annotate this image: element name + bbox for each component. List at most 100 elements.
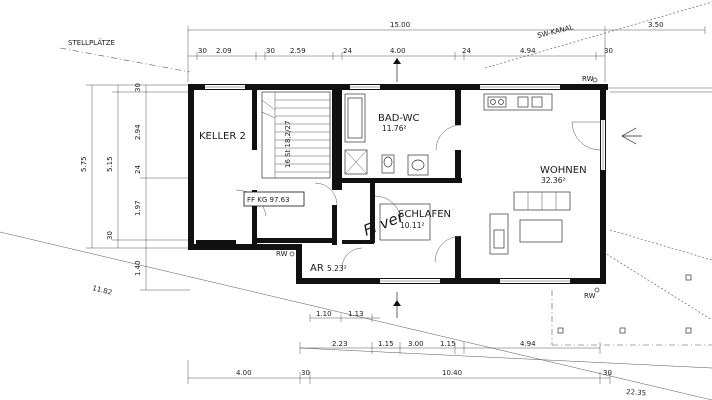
floor-level-text: FF KG 97.63 xyxy=(247,196,290,204)
rw-label-top: RW xyxy=(582,75,594,83)
handwritten-note: Fi ver xyxy=(361,207,407,240)
room-schlafen-area: 10.11² xyxy=(400,221,424,230)
room-bad-name: BAD-WC xyxy=(378,113,419,124)
dim-top-3: 30 xyxy=(266,47,275,55)
partition-bad-right-mid xyxy=(455,150,461,180)
room-ar-name: AR xyxy=(310,263,324,274)
door-entrance xyxy=(571,121,601,151)
armchair xyxy=(489,213,509,255)
partition-stair-right-lower xyxy=(332,205,337,245)
dim-left-outer: 5.75 xyxy=(80,156,88,172)
rw-label-left: RW xyxy=(276,250,288,258)
dim-bottom-total-1: 4.00 xyxy=(236,369,252,377)
parking-leader-line xyxy=(59,47,191,73)
room-bad-area: 11.76² xyxy=(382,124,406,133)
partition-bad-right-top xyxy=(455,90,461,125)
room-schlafen-name: SCHLAFEN xyxy=(398,209,451,220)
dim-top-total: 15.00 xyxy=(390,21,410,29)
door-wohnen xyxy=(434,235,462,263)
dim-bottom-5: 4.94 xyxy=(520,340,536,348)
dim-top-4: 2.59 xyxy=(290,47,306,55)
keller-bottom-inner xyxy=(196,240,236,244)
bottom-boundary-line xyxy=(299,347,712,369)
kitchen-counter xyxy=(483,93,553,111)
partition-schlafen-left xyxy=(370,183,375,243)
dim-left-3: 24 xyxy=(134,165,142,174)
terrace-diagonal-2 xyxy=(609,229,712,261)
dim-left-1: 30 xyxy=(134,83,142,92)
sewer-label: SW-KANAL xyxy=(537,23,575,40)
terrace xyxy=(551,274,712,346)
bed xyxy=(379,203,431,241)
dim-bottom-4: 1.15 xyxy=(440,340,456,348)
outer-wall-right xyxy=(600,84,606,284)
dim-left-4: 1.97 xyxy=(134,200,142,216)
stair-wall-bottom xyxy=(256,238,334,243)
bottom-dimensions: 1.10 1.13 2.23 1.15 3.00 1.15 4.94 4.00 … xyxy=(187,310,647,397)
dim-top-2: 2.09 xyxy=(216,47,232,55)
rw-label-right: RW xyxy=(584,292,596,300)
dim-left-mid: 5.15 xyxy=(106,156,114,172)
room-ar-area: 5.23² xyxy=(327,264,347,273)
outer-wall-top xyxy=(188,84,608,90)
dim-top-1: 30 xyxy=(198,47,207,55)
dim-left-lower: 1.40 xyxy=(134,260,142,276)
dim-diag-bottom: 22.35 xyxy=(626,388,647,397)
door-ar xyxy=(341,247,363,269)
door-bad xyxy=(435,124,462,151)
terrace-diagonal xyxy=(599,249,712,321)
dim-top-7: 24 xyxy=(462,47,471,55)
bathtub xyxy=(344,93,366,143)
partition-ar-top xyxy=(342,240,374,244)
staircase: 16 St 18,2/27 xyxy=(261,91,331,179)
dim-left-5: 30 xyxy=(106,231,114,240)
dim-top-5: 24 xyxy=(343,47,352,55)
dim-bottom-small-1: 1.10 xyxy=(316,310,332,318)
dim-bottom-3: 3.00 xyxy=(408,340,424,348)
dim-top-8: 4.94 xyxy=(520,47,536,55)
toilet xyxy=(381,154,395,174)
parking-label: STELLPLÄTZE xyxy=(68,38,115,47)
outer-wall-ar-left xyxy=(296,244,302,284)
room-wohnen-name: WOHNEN xyxy=(540,165,587,176)
building-walls xyxy=(188,84,608,284)
top-dimensions: 15.00 3.50 30 2.09 30 2.59 24 4.00 24 4.… xyxy=(68,21,706,82)
section-markers xyxy=(393,58,401,318)
dim-bottom-total-2: 30 xyxy=(301,369,310,377)
outer-wall-left xyxy=(188,84,194,250)
partition-keller-right-top xyxy=(252,90,257,150)
dim-top-right: 3.50 xyxy=(648,21,664,29)
outer-wall-bottom xyxy=(296,278,606,284)
room-keller-name: KELLER 2 xyxy=(199,131,246,142)
bathroom-fixtures xyxy=(344,93,429,176)
dim-bottom-small-2: 1.13 xyxy=(348,310,364,318)
room-wohnen-area: 32.36² xyxy=(541,176,565,185)
coffee-table xyxy=(519,219,563,243)
property-boundary-line xyxy=(0,231,712,400)
outer-wall-lower-left xyxy=(188,244,300,250)
partition-bad-bottom xyxy=(342,178,462,183)
partition-stair-right xyxy=(332,90,342,190)
dim-bottom-1: 2.23 xyxy=(332,340,348,348)
dim-top-6: 4.00 xyxy=(390,47,406,55)
partition-keller-right-bottom xyxy=(252,190,257,244)
partition-wohnen-left-bottom xyxy=(455,236,461,284)
shower xyxy=(344,149,368,175)
dim-bottom-total-4: 30 xyxy=(603,369,612,377)
stairs-label: 16 St 18,2/27 xyxy=(284,121,292,168)
floor-level-box: FF KG 97.63 xyxy=(243,191,305,207)
door-schlafen xyxy=(374,195,402,223)
room-labels: KELLER 2 BAD-WC 11.76² WOHNEN 32.36² SCH… xyxy=(199,113,587,274)
washbasin xyxy=(407,154,429,176)
kitchen xyxy=(483,93,553,111)
dim-top-9: 30 xyxy=(604,47,613,55)
dim-bottom-total-3: 10.40 xyxy=(442,369,462,377)
sewer-line xyxy=(484,1,712,69)
left-dimensions: 5.75 5.15 30 2.94 24 1.97 30 1.40 11.82 xyxy=(80,83,190,297)
dim-left-2: 2.94 xyxy=(134,124,142,140)
living-furniture xyxy=(379,191,571,255)
rw-markers: RW RW RW xyxy=(276,75,600,300)
dim-diag-left: 11.82 xyxy=(92,284,113,297)
